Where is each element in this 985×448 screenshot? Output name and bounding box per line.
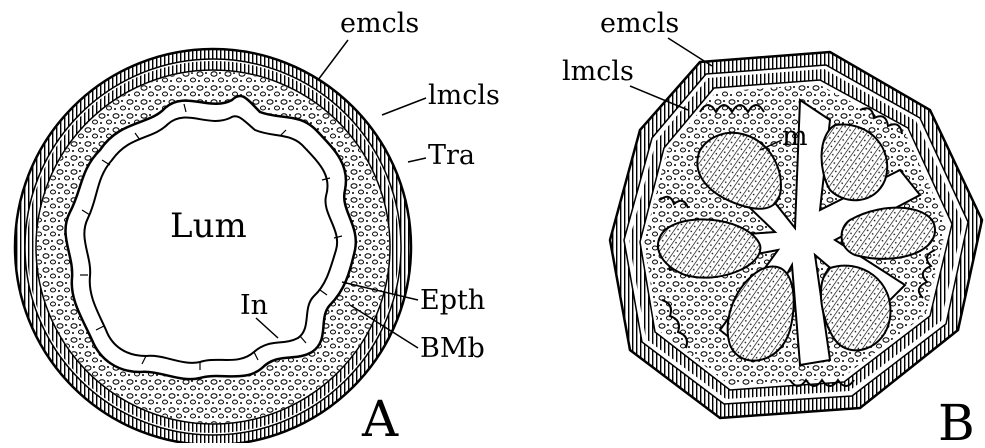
panel-a: emcls lmcls Tra Lum In Epth BMb A — [15, 8, 500, 443]
label-emcls-b: emcls — [600, 8, 679, 39]
label-in: In — [240, 290, 268, 321]
label-epth: Epth — [420, 285, 485, 316]
leader-emcls-b — [668, 38, 712, 66]
label-tra: Tra — [428, 140, 475, 171]
label-emcls-a: emcls — [340, 8, 419, 39]
leader-tra — [408, 158, 426, 162]
label-bmb: BMb — [420, 333, 485, 364]
panel-letter-a: A — [361, 390, 399, 443]
label-m: m — [782, 121, 808, 152]
label-lum: Lum — [170, 206, 247, 246]
leader-emcls-a — [318, 40, 348, 80]
leader-lmcls-a — [382, 98, 426, 115]
label-lmcls-b: lmcls — [562, 56, 634, 87]
panel-letter-b: B — [938, 394, 975, 443]
panel-b: emcls lmcls m B — [562, 8, 982, 443]
label-lmcls-a: lmcls — [428, 80, 500, 111]
